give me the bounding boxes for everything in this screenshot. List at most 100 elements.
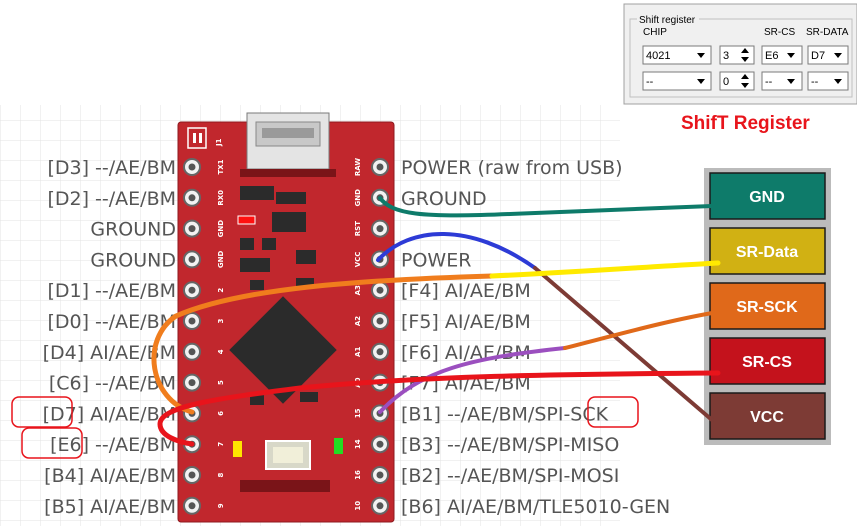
silk-j1: J1 (215, 138, 223, 147)
pin-label-left: [C6] --/AE/BM (49, 373, 176, 395)
pin-hole (188, 225, 196, 233)
pin-label-right: [B3] --/AE/BM/SPI-MISO (401, 434, 619, 456)
data-select-2[interactable]: -- (807, 71, 849, 91)
highlight-d7 (11, 396, 73, 428)
pin-hole (376, 471, 384, 479)
highlight-sck (587, 396, 639, 428)
pin-hole (188, 379, 196, 387)
chevron-down-icon (697, 53, 705, 58)
chevron-down-icon (834, 79, 842, 84)
spin-up-icon[interactable] (741, 48, 749, 53)
spin-down-icon[interactable] (741, 83, 749, 88)
led-yellow (233, 441, 242, 457)
pin-hole (376, 317, 384, 325)
pin-label-right: [F5] AI/AE/BM (401, 311, 531, 333)
highlights (11, 396, 639, 459)
module-pin-sr-sck (709, 282, 826, 330)
pin-hole (188, 471, 196, 479)
wire-cs (157, 370, 721, 447)
row-1: 4021 3 E6 D7 (642, 45, 849, 65)
chip-select-1[interactable]: 4021 (642, 45, 712, 65)
module-label: VCC (750, 409, 784, 426)
cs-select-2[interactable]: -- (761, 71, 803, 91)
silk-right: A3 (354, 285, 362, 295)
pin-label-left: [D4] AI/AE/BM (43, 342, 176, 364)
count-spinner-1[interactable]: 3 (719, 45, 755, 65)
silk-left: 7 (217, 442, 225, 447)
silk-right: VCC (354, 252, 362, 268)
pin-label-right: GROUND (401, 188, 487, 210)
wire-vcc-blue (376, 232, 537, 270)
silk-right: GND (354, 189, 362, 207)
silk-right: 15 (354, 408, 362, 418)
pin-label-left: [D0] --/AE/BM (47, 311, 176, 333)
count-spinner-2[interactable]: 0 (719, 71, 755, 91)
silk-right: 10 (354, 501, 362, 511)
silk-right: A1 (354, 347, 362, 357)
pin-hole (376, 440, 384, 448)
pin-label-left: [D3] --/AE/BM (47, 157, 176, 179)
pin-hole (188, 348, 196, 356)
pin-label-left: [D7] AI/AE/BM (43, 403, 176, 425)
pin-label-left: GROUND (90, 249, 176, 271)
pin-hole (188, 194, 196, 202)
module-pin-sr-cs (709, 337, 826, 385)
silk-left: 9 (217, 503, 225, 508)
mcu-chip (229, 296, 337, 404)
header-sr-cs: SR-CS (764, 27, 795, 38)
wire-sck-purple (378, 346, 567, 414)
wires (151, 196, 721, 447)
chevron-down-icon (697, 79, 705, 84)
module-pin-gnd (709, 172, 826, 220)
pin-label-right: [F4] AI/AE/BM (401, 280, 531, 302)
module-label: SR-CS (742, 354, 792, 371)
spin-up-icon[interactable] (741, 74, 749, 79)
pin-hole (188, 286, 196, 294)
pin-hole (376, 286, 384, 294)
silk-left: 5 (217, 380, 225, 385)
svg-text:D7: D7 (811, 50, 825, 62)
pin-label-right: [F6] AI/AE/BM (401, 342, 531, 364)
wire-data-orange (151, 273, 495, 415)
chevron-down-icon (787, 53, 795, 58)
shift-register-panel: Shift register CHIP SR-CS SR-DATA 4021 3… (623, 3, 857, 105)
silk-right: 16 (354, 470, 362, 480)
pin-hole (376, 348, 384, 356)
pin-label-right: [B6] AI/AE/BM/TLE5010-GEN (401, 496, 670, 518)
svg-text:--: -- (765, 76, 773, 88)
cs-select-1[interactable]: E6 (761, 45, 803, 65)
silk-left: RX0 (217, 190, 225, 206)
highlight-e6 (21, 427, 83, 459)
silk-right: RST (354, 221, 362, 236)
module-label: SR-SCK (736, 299, 798, 316)
silk-right: RAW (354, 158, 362, 176)
pin-label-left: [D2] --/AE/BM (47, 188, 176, 210)
data-select-1[interactable]: D7 (807, 45, 849, 65)
pin-label-left: [B5] AI/AE/BM (44, 496, 176, 518)
silk-left: TX1 (217, 159, 225, 174)
silk-left: 3 (217, 318, 225, 323)
silk-left: 4 (217, 349, 225, 354)
silk-right: A2 (354, 316, 362, 326)
spin-down-icon[interactable] (741, 57, 749, 62)
svg-text:--: -- (811, 76, 819, 88)
chevron-down-icon (834, 53, 842, 58)
pin-hole (376, 225, 384, 233)
shift-register-heading: ShifT Register (681, 113, 810, 134)
pin-label-right: [B2] --/AE/BM/SPI-MOSI (401, 465, 619, 487)
jumper-j1 (187, 127, 207, 149)
silk-left: 2 (217, 288, 225, 293)
silk-left: GND (217, 220, 225, 238)
led-green (334, 438, 343, 454)
silk-left: GND (217, 251, 225, 269)
chip-select-2[interactable]: -- (642, 71, 712, 91)
silk-left: 8 (217, 472, 225, 477)
pin-label-right: [B1] --/AE/BM/SPI-SCK (401, 403, 609, 425)
pin-label-right: POWER (401, 249, 471, 271)
module-label: SR-Data (736, 244, 798, 261)
header-chip: CHIP (643, 27, 667, 38)
pin-label-left: [E6] --/AE/BM (50, 434, 176, 456)
svg-text:E6: E6 (765, 50, 778, 62)
